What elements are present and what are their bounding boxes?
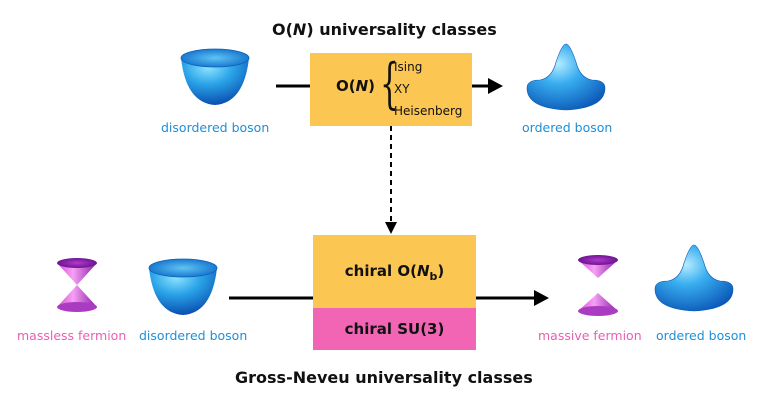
dashed-arrowhead [385,222,397,234]
brace: { [380,52,399,115]
disordered-boson-icon [180,48,250,105]
arrowhead-bottom [534,290,549,306]
bottom-right-boson-label: ordered boson [656,328,747,343]
chiral-su3-label: chiral SU(3) [344,320,445,338]
class-ising: Ising [394,60,423,74]
class-xy: XY [394,82,410,96]
massive-fermion-label: massive fermion [538,328,642,343]
ordered-boson-icon-bottom [654,244,734,312]
bottom-left-boson-label: disordered boson [139,328,248,343]
bottom-title: Gross-Neveu universality classes [235,368,533,387]
top-right-label: ordered boson [522,120,613,135]
on-box: O(N) { Ising XY Heisenberg [310,53,472,126]
chiral-su3-box: chiral SU(3) [313,308,476,350]
chiral-on-label: chiral O(Nb) [344,262,445,283]
top-title: O(N) universality classes [272,20,497,39]
massive-fermion-icon [578,255,618,316]
massless-fermion-label: massless fermion [17,328,127,343]
ordered-boson-icon [526,43,606,111]
chiral-on-box: chiral O(Nb) [313,235,476,308]
top-left-label: disordered boson [161,120,270,135]
arrowhead-top [488,78,503,94]
disordered-boson-icon-bottom [148,258,218,315]
class-heisenberg: Heisenberg [394,104,463,118]
massless-fermion-icon [57,258,97,312]
on-box-label: O(N) [336,77,376,95]
